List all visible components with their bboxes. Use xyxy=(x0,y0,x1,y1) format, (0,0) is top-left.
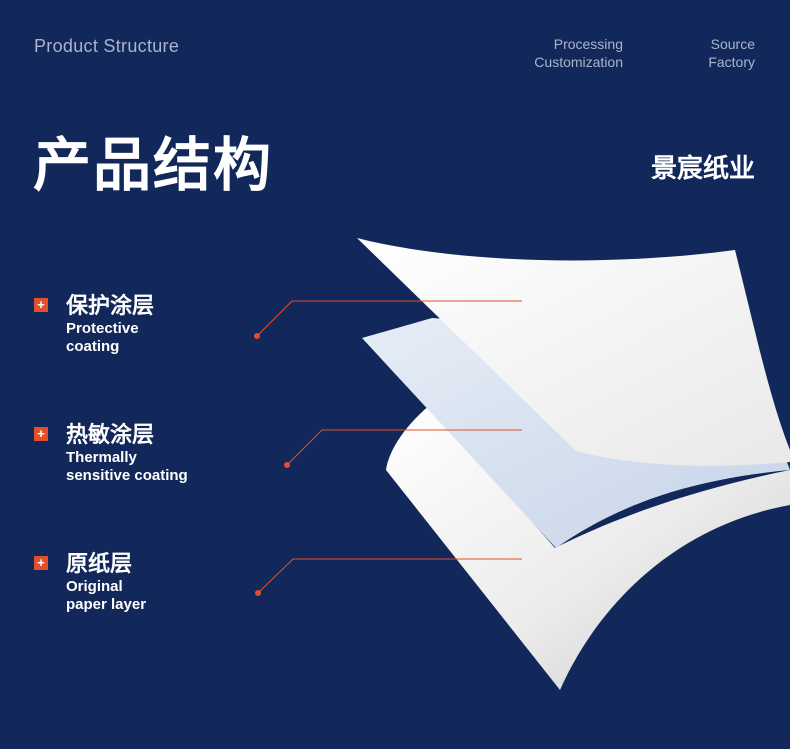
leader-line-protective xyxy=(256,300,522,337)
original-paper-sheet xyxy=(386,405,790,690)
section-label: Product Structure xyxy=(34,36,180,56)
layer-title-en-line: sensitive coating xyxy=(66,467,188,484)
brand-name: 景宸纸业 xyxy=(650,154,755,184)
layer-title-en: Protective coating xyxy=(66,320,266,356)
leader-dot-thermal xyxy=(284,462,290,468)
layer-title-cn: 原纸层 xyxy=(66,552,133,577)
page-title: 产品结构 xyxy=(33,131,274,199)
layer-title-en-line: paper layer xyxy=(66,596,147,613)
leader-dot-original xyxy=(255,590,261,596)
layer-title-en: Thermally sensitive coating xyxy=(66,449,266,485)
plus-icon: + xyxy=(34,427,48,441)
layer-title-en-line: coating xyxy=(66,338,120,355)
layer-title-en-line: Protective xyxy=(66,320,139,337)
layer-title-cn: 热敏涂层 xyxy=(66,423,155,448)
leader-line-thermal xyxy=(286,429,522,466)
layer-title-en-line: Thermally xyxy=(66,449,137,466)
nav-line: Source xyxy=(710,36,755,52)
protective-coating-sheet xyxy=(357,238,790,466)
layer-title-cn: 保护涂层 xyxy=(66,294,155,319)
layer-title-en-line: Original xyxy=(66,578,123,595)
leader-line-original xyxy=(257,558,522,594)
nav-processing-customization[interactable]: Processing Customization xyxy=(534,35,623,71)
nav-line: Processing xyxy=(553,36,623,52)
nav-line: Customization xyxy=(534,54,623,70)
plus-icon: + xyxy=(34,556,48,570)
plus-icon: + xyxy=(34,298,48,312)
leader-dot-protective xyxy=(254,333,260,339)
nav-source-factory[interactable]: Source Factory xyxy=(708,35,755,71)
layer-title-en: Original paper layer xyxy=(66,578,266,614)
nav-line: Factory xyxy=(708,54,755,70)
